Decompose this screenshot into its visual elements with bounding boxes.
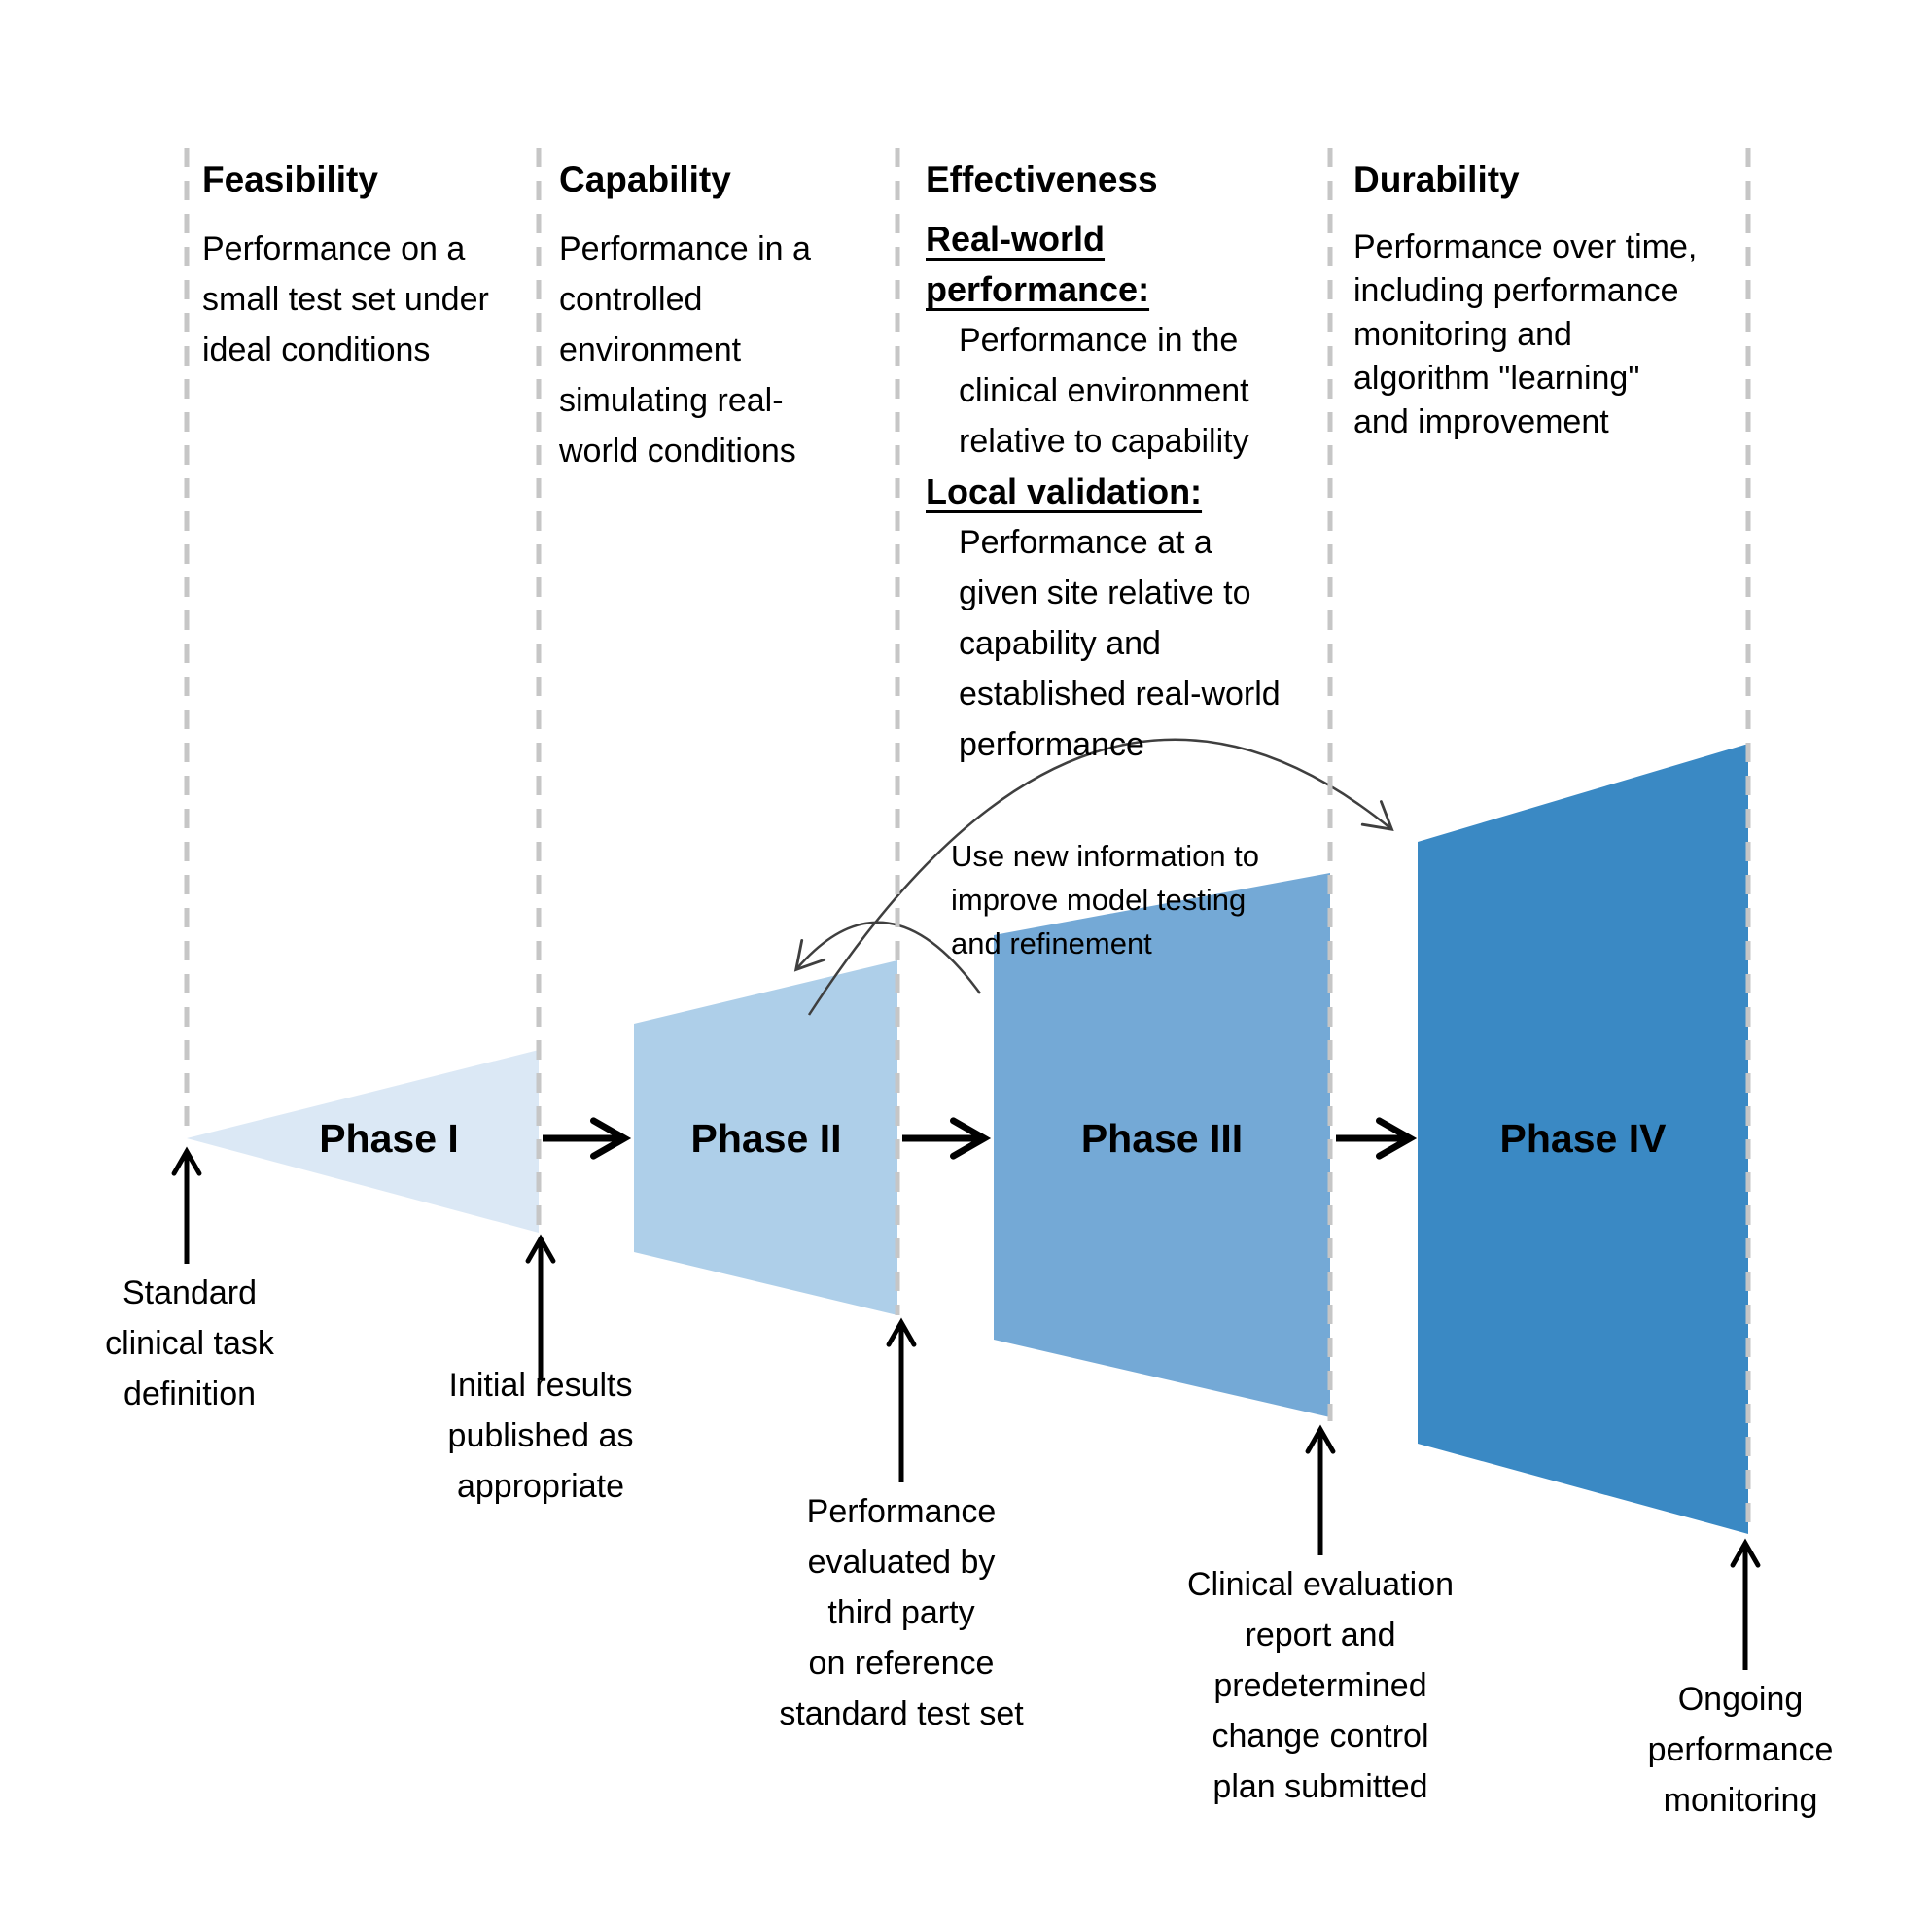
stage-column-capability: Capability Performance in a controlled e… bbox=[559, 158, 890, 476]
stage-title-durability: Durability bbox=[1353, 159, 1520, 199]
stage-column-durability: Durability Performance over time, includ… bbox=[1353, 158, 1723, 444]
local-validation-heading: Local validation: bbox=[926, 471, 1203, 511]
milestone-standard-clinical-task: Standard clinical task definition bbox=[105, 1274, 274, 1412]
stage-title-feasibility: Feasibility bbox=[202, 159, 378, 199]
milestone-ongoing-monitoring: Ongoing performance monitoring bbox=[1647, 1681, 1834, 1819]
stage-column-feasibility: Feasibility Performance on a small test … bbox=[202, 158, 552, 375]
phase-1-label: Phase I bbox=[319, 1116, 459, 1161]
local-validation-body: Performance at a given site relative to … bbox=[959, 524, 1281, 763]
phase-3-shape bbox=[994, 873, 1330, 1417]
phase-3-label: Phase III bbox=[1080, 1116, 1244, 1161]
phase-4-label: Phase IV bbox=[1499, 1116, 1667, 1161]
phase-1-shape bbox=[187, 1050, 539, 1233]
stage-column-effectiveness: Effectiveness Real-world performance: Pe… bbox=[926, 158, 1295, 770]
milestone-clinical-evaluation-report: Clinical evaluation report and predeterm… bbox=[1186, 1566, 1455, 1805]
stage-body-durability: Performance over time, including perform… bbox=[1353, 228, 1698, 440]
real-world-performance-heading: Real-world performance: bbox=[926, 219, 1150, 309]
feedforward-arc-to-phase-4 bbox=[807, 738, 1394, 1016]
milestone-initial-results: Initial results published as appropriate bbox=[447, 1367, 634, 1505]
stage-body-capability: Performance in a controlled environment … bbox=[559, 230, 811, 470]
stage-title-capability: Capability bbox=[559, 159, 731, 199]
real-world-performance-body: Performance in the clinical environment … bbox=[959, 322, 1249, 460]
phase-2-label: Phase II bbox=[690, 1116, 842, 1161]
stage-body-feasibility: Performance on a small test set under id… bbox=[202, 230, 489, 368]
phase-2-shape bbox=[634, 960, 897, 1315]
stage-title-effectiveness: Effectiveness bbox=[926, 159, 1158, 199]
loop-note: Use new information to improve model tes… bbox=[951, 839, 1260, 960]
milestone-third-party-evaluation: Performance evaluated by third party on … bbox=[779, 1493, 1024, 1732]
phase-4-shape bbox=[1418, 744, 1748, 1534]
feedback-arc-to-phase-2 bbox=[793, 921, 982, 994]
